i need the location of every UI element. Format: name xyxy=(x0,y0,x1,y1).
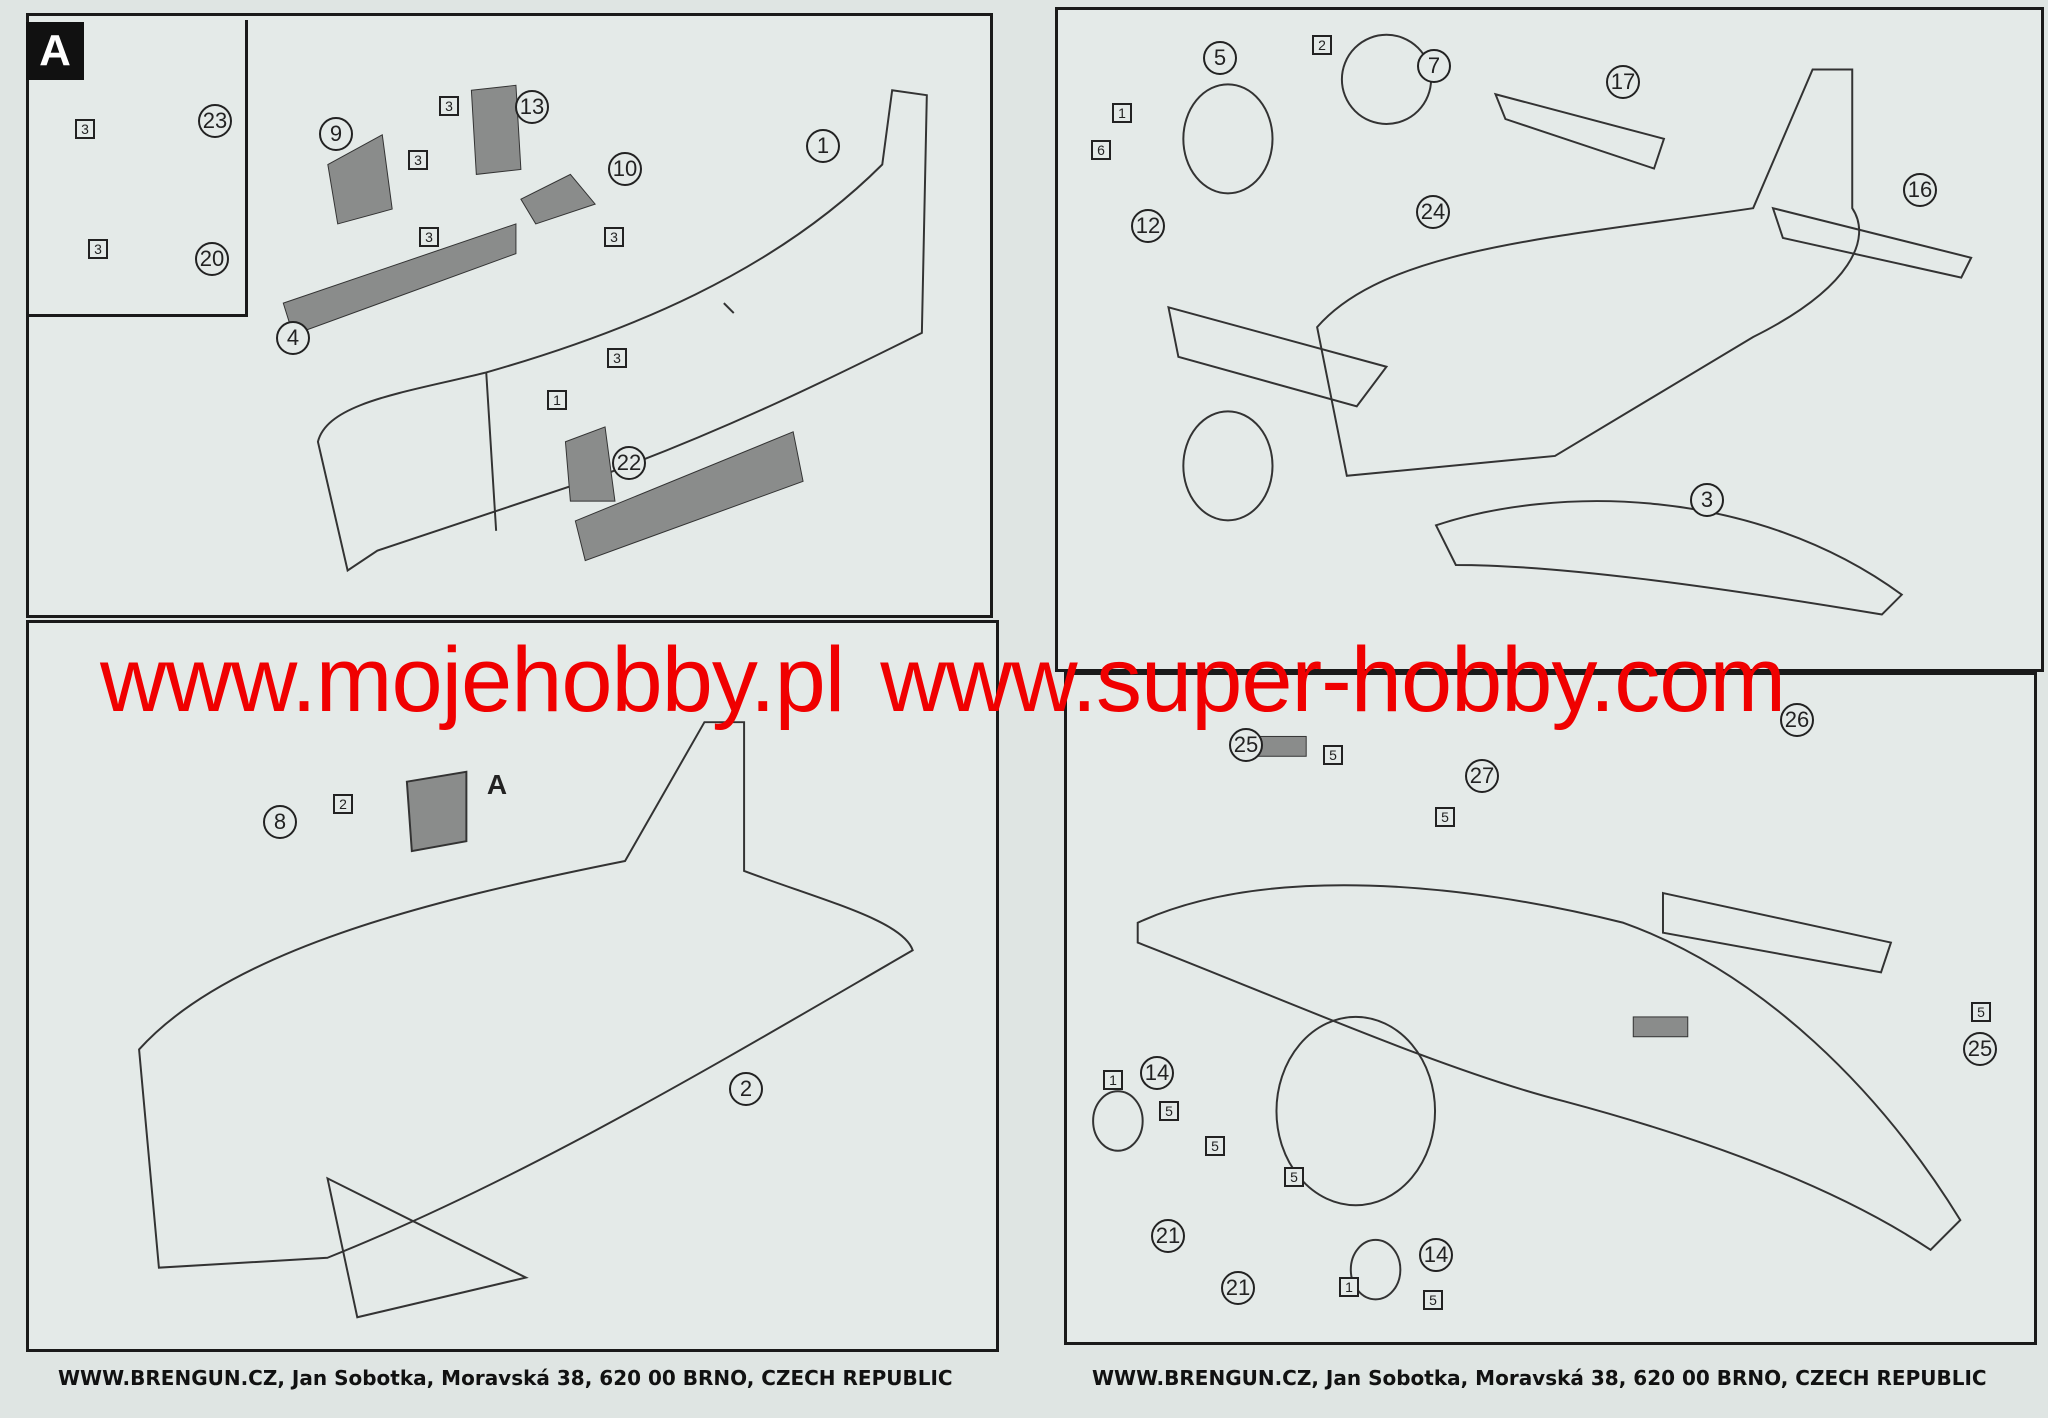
inset-a xyxy=(26,20,248,317)
part-number-callout: 10 xyxy=(608,152,642,186)
subassembly-label: A xyxy=(486,769,508,800)
color-code-callout: 3 xyxy=(604,227,624,247)
color-code-callout: 5 xyxy=(1435,807,1455,827)
part-number-callout: 14 xyxy=(1419,1238,1453,1272)
color-code-callout: 6 xyxy=(1091,140,1111,160)
part-number-callout: 9 xyxy=(319,117,353,151)
color-code-callout: 5 xyxy=(1284,1167,1304,1187)
part-number-callout: 16 xyxy=(1903,173,1937,207)
part-number-callout: 24 xyxy=(1416,195,1450,229)
cockpit-assembly-drawing xyxy=(282,84,928,573)
color-code-callout: 2 xyxy=(1312,35,1332,55)
part-number-callout: 7 xyxy=(1417,49,1451,83)
color-code-callout: 1 xyxy=(1112,103,1132,123)
inset-badge: A xyxy=(26,22,84,80)
color-code-callout: 2 xyxy=(333,794,353,814)
color-code-callout: 3 xyxy=(88,239,108,259)
part-number-callout: 22 xyxy=(612,446,646,480)
part-number-callout: 17 xyxy=(1606,65,1640,99)
underside-assembly-drawing xyxy=(1092,735,1962,1301)
engine-wings-drawing xyxy=(1167,33,1973,616)
color-code-callout: 5 xyxy=(1423,1290,1443,1310)
part-number-callout: 25 xyxy=(1229,728,1263,762)
part-number-callout: 23 xyxy=(198,104,232,138)
color-code-callout: 1 xyxy=(1103,1070,1123,1090)
part-number-callout: 27 xyxy=(1465,759,1499,793)
step-panel-underside: 25 26 27 14 21 21 14 25 5 5 5 1 5 5 5 1 5 xyxy=(1064,672,2037,1345)
part-number-callout: 21 xyxy=(1221,1271,1255,1305)
part-number-callout: 2 xyxy=(729,1072,763,1106)
color-code-callout: 3 xyxy=(408,150,428,170)
fuselage-assembly-drawing xyxy=(138,721,914,1319)
part-number-callout: 14 xyxy=(1140,1056,1174,1090)
color-code-callout: 5 xyxy=(1323,745,1343,765)
color-code-callout: 5 xyxy=(1971,1002,1991,1022)
color-code-callout: 1 xyxy=(1339,1277,1359,1297)
color-code-callout: 5 xyxy=(1159,1101,1179,1121)
color-code-callout: 5 xyxy=(1205,1136,1225,1156)
part-number-callout: 8 xyxy=(263,805,297,839)
watermark-mojehobby: www.mojehobby.pl xyxy=(100,629,845,731)
color-code-callout: 3 xyxy=(75,119,95,139)
part-number-callout: 21 xyxy=(1151,1219,1185,1253)
part-number-callout: 20 xyxy=(195,242,229,276)
part-number-callout: 25 xyxy=(1963,1032,1997,1066)
part-number-callout: 5 xyxy=(1203,41,1237,75)
footer-address-left: WWW.BRENGUN.CZ, Jan Sobotka, Moravská 38… xyxy=(58,1366,953,1390)
part-number-callout: 13 xyxy=(515,90,549,124)
part-number-callout: 26 xyxy=(1780,703,1814,737)
watermark-superhobby: www.super-hobby.com xyxy=(880,629,1786,731)
watermark: www.mojehobby.pl www.super-hobby.com xyxy=(100,628,1821,733)
color-code-callout: 3 xyxy=(439,96,459,116)
part-number-callout: 1 xyxy=(806,129,840,163)
color-code-callout: 1 xyxy=(547,390,567,410)
part-number-callout: 12 xyxy=(1131,209,1165,243)
footer-address-right: WWW.BRENGUN.CZ, Jan Sobotka, Moravská 38… xyxy=(1092,1366,1987,1390)
step-panel-fuselage: 8 2 2 A xyxy=(26,620,999,1352)
part-number-callout: 3 xyxy=(1690,483,1724,517)
color-code-callout: 3 xyxy=(607,348,627,368)
part-number-callout: 4 xyxy=(276,321,310,355)
color-code-callout: 3 xyxy=(419,227,439,247)
